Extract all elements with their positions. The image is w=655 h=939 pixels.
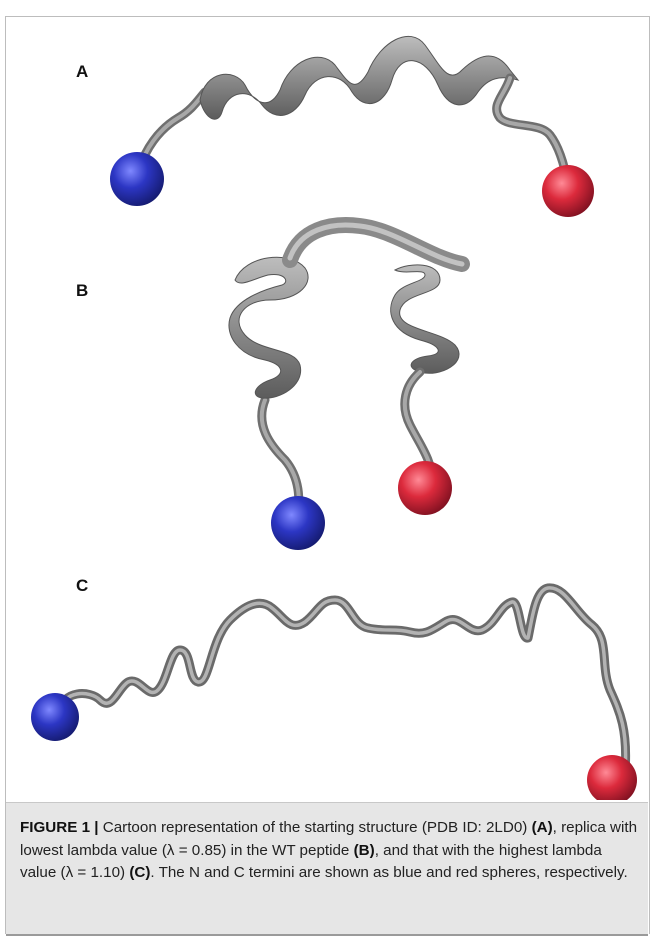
panel-label-a: A: [76, 62, 89, 81]
panel-a-structure: [110, 35, 594, 217]
panel-a-c-terminus-sphere: [542, 165, 594, 217]
panel-b-n-terminus-sphere: [271, 496, 325, 550]
caption-ref-a: (A): [531, 819, 553, 836]
figure-frame: [5, 16, 650, 934]
panel-b-helix-right: [390, 264, 460, 374]
panel-c-backbone: [55, 583, 631, 777]
figure-label: FIGURE 1 |: [20, 819, 99, 836]
panel-a-helix: [199, 35, 520, 120]
caption-text-4: . The N and C termini are shown as blue …: [150, 864, 628, 881]
panel-b-helix-left: [228, 256, 309, 399]
panel-c-c-terminus-sphere: [587, 755, 637, 800]
caption-text-2: , replica with lowest lambda value (λ = …: [20, 819, 638, 859]
caption-ref-b: (B): [353, 841, 375, 859]
caption-ref-c: (C): [129, 864, 151, 881]
panel-c-structure: [31, 583, 637, 800]
figure-graphics: [31, 35, 637, 800]
panel-b-structure: [228, 217, 470, 550]
caption-text-1: Cartoon representation of the starting s…: [98, 819, 532, 836]
panel-b-c-terminus-sphere: [398, 461, 452, 515]
caption-text-3: , and that with the highest lambda value…: [20, 841, 602, 882]
caption-top-rule: [6, 802, 648, 803]
figure-caption: FIGURE 1 | Cartoon representation of the…: [20, 817, 638, 885]
panel-label-c: C: [76, 576, 89, 595]
panel-c-n-terminus-sphere: [31, 693, 79, 741]
figure-frame-top: [5, 16, 649, 17]
panel-label-b: B: [76, 281, 89, 300]
panel-a-n-terminus-sphere: [110, 152, 164, 206]
caption-box: [6, 802, 648, 936]
